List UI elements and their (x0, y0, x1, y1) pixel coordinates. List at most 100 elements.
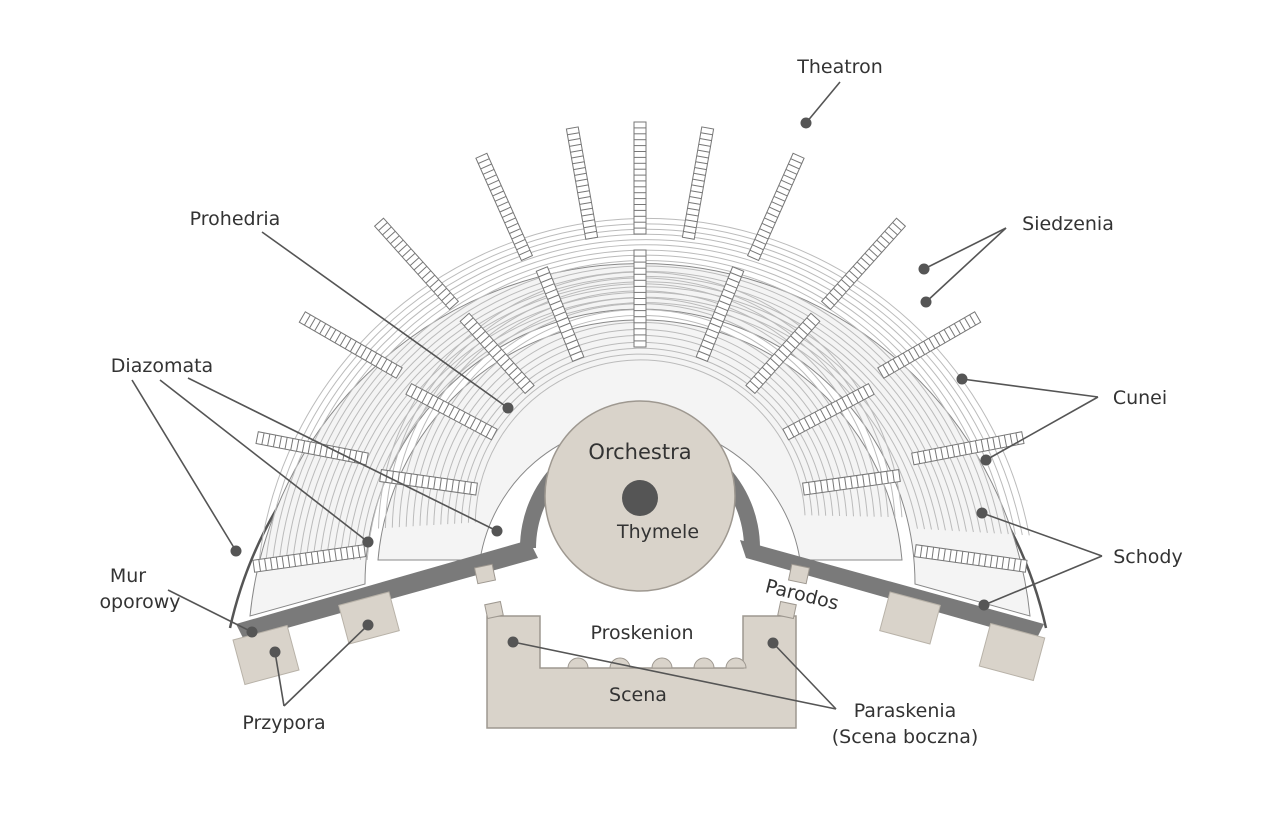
leader-diazomata-2 (159, 379, 369, 543)
lower-stair-step (457, 480, 460, 493)
lower-stair-step (433, 477, 436, 490)
upper-stair-step (278, 436, 282, 449)
upper-stair-step (917, 451, 921, 464)
lower-stair-step (857, 389, 864, 401)
scene-pier-right (777, 600, 797, 620)
upper-stair-step (330, 446, 334, 459)
upper-stair-step (840, 279, 851, 288)
upper-stair-step (698, 143, 711, 147)
lower-stair-step (892, 470, 895, 483)
upper-stair-step (771, 201, 783, 208)
upper-stair-step (348, 449, 352, 462)
buttress-right-2 (978, 622, 1046, 682)
lower-stair-step (782, 344, 792, 354)
upper-stair-step (584, 230, 597, 234)
scene-pier-left (484, 600, 504, 620)
upper-stair-step (516, 244, 528, 251)
upper-stair-outline (913, 544, 1028, 573)
upper-stair-step (578, 196, 591, 200)
upper-stair-step (506, 222, 519, 229)
leader-schody-2 (983, 555, 1103, 606)
upper-stair (913, 544, 1028, 573)
lower-stair-step (698, 350, 710, 357)
upper-stair (475, 152, 534, 262)
upper-stair-step (938, 332, 946, 344)
leader-paraskenia-2 (772, 642, 837, 710)
upper-stair-step (931, 547, 935, 560)
lower-stair-step (556, 316, 569, 323)
upper-stair-step (357, 545, 361, 558)
lower-stair (633, 249, 647, 348)
lower-stair-step (714, 311, 726, 317)
lower-stair-step (432, 397, 439, 409)
orchestra-wall-left-leg (520, 546, 536, 548)
upper-seat-row (305, 254, 981, 560)
label-theatron: Theatron (796, 56, 883, 78)
dot-theatron (800, 117, 812, 129)
dot-siedzenia-1 (918, 263, 930, 275)
upper-stair-outline (681, 126, 715, 240)
upper-stair-step (761, 222, 774, 229)
lower-stair-step (480, 335, 490, 345)
upper-stair-step (940, 447, 944, 460)
parodos-pier-right (787, 563, 811, 585)
upper-stair-step (568, 138, 581, 142)
upper-stair (746, 152, 805, 262)
upper-stair-step (887, 361, 895, 373)
lower-stair-step (542, 283, 555, 289)
upper-stair-step (907, 349, 915, 361)
leader-lines (131, 81, 1103, 710)
lower-stair-step (765, 362, 776, 372)
leader-siedzenia-1 (923, 227, 1007, 270)
dot-przypora-1 (269, 646, 281, 658)
upper-stair-step (928, 338, 936, 349)
upper-stair-step (487, 179, 500, 186)
upper-stair-step (684, 225, 697, 229)
upper-seat-row (319, 265, 967, 560)
upper-stair-step (1007, 557, 1010, 570)
upper-stair-step (316, 551, 320, 564)
lower-stair (695, 266, 745, 362)
lower-stair-step (832, 478, 835, 491)
upper-stair-step (989, 555, 993, 568)
upper-stair-step (1003, 435, 1008, 447)
leader-paraskenia-1 (512, 641, 837, 710)
proskenion-column (651, 657, 673, 669)
lower-stair-step (445, 478, 448, 491)
dot-diazomata-3 (491, 525, 503, 537)
upper-stair-step (687, 207, 700, 211)
upper-stair-step (349, 341, 357, 352)
lower-stair-step (488, 344, 498, 354)
upper-seat-row (299, 249, 988, 560)
lower-stair-step (749, 380, 760, 390)
lower-stair (745, 312, 821, 395)
leader-mur (167, 589, 253, 633)
lower-stair-step (538, 272, 550, 278)
upper-stair-step (482, 168, 495, 175)
upper-stair-step (272, 435, 277, 447)
upper-stair-step (490, 185, 502, 191)
leader-diazomata-3 (187, 377, 498, 532)
lower-stair-step (778, 348, 788, 358)
upper-stair-step (567, 132, 580, 136)
lower-stair-step (835, 400, 843, 412)
lower-stair-step (716, 305, 728, 312)
upper-stair-step (340, 547, 343, 560)
lower-stair-step (426, 394, 434, 406)
upper-stair-step (375, 355, 383, 367)
upper-stair-step (359, 451, 363, 464)
upper-stair (252, 544, 367, 573)
upper-stair-step (943, 548, 946, 561)
upper-stair-step (752, 244, 764, 251)
upper-stair-step (485, 174, 497, 181)
lower-stair-step (798, 326, 808, 336)
upper-stair-step (281, 556, 285, 569)
upper-stair-step (949, 549, 952, 562)
upper-stair-step (577, 190, 590, 194)
lower-stair-step (464, 414, 471, 426)
dot-cunei-2 (980, 454, 992, 466)
leader-diazomata-1 (131, 379, 237, 552)
lower-stair (405, 383, 498, 441)
upper-stair-step (918, 343, 926, 355)
